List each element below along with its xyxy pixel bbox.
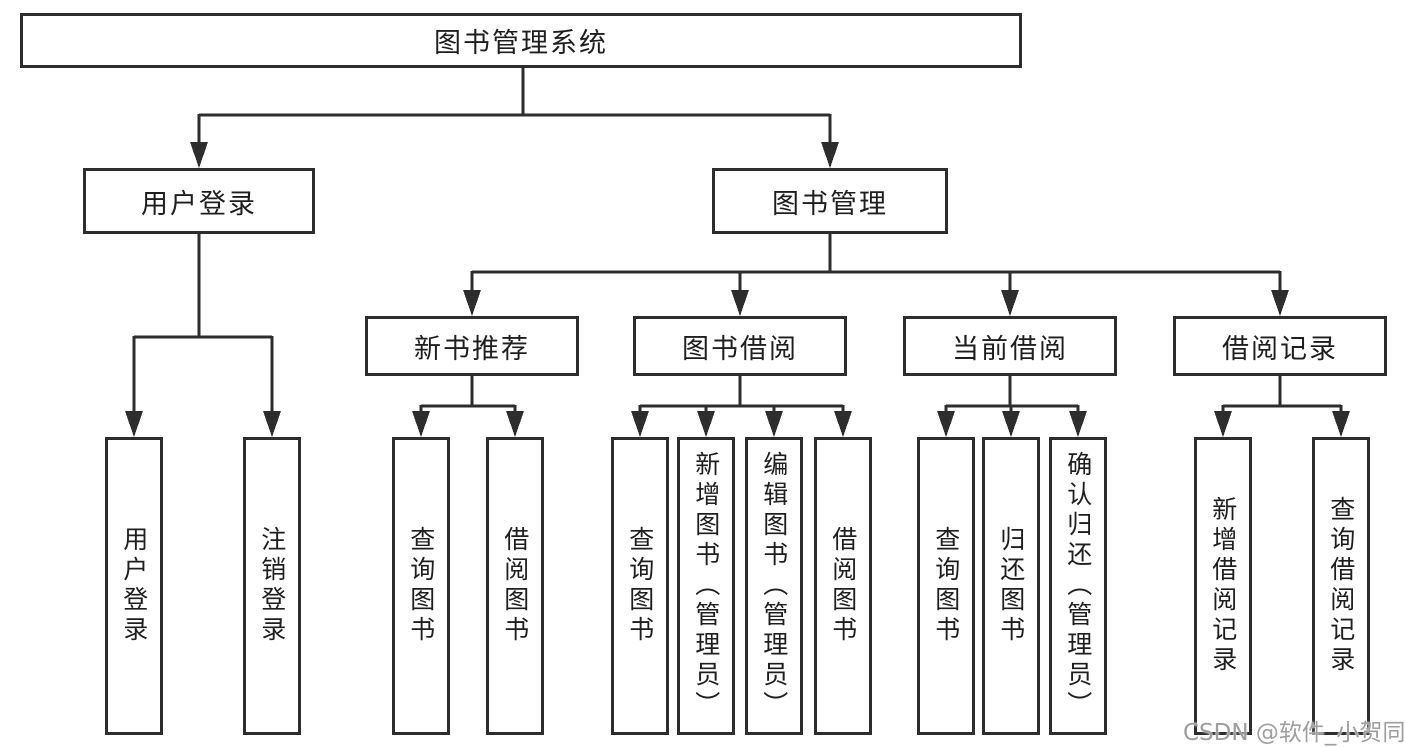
- leaf-return-books: 归还图书: [982, 437, 1040, 735]
- leaf-label: 用户登录: [119, 526, 149, 646]
- leaf-confirm-return-admin: 确认归还（管理员）: [1049, 437, 1107, 735]
- node-book-borrowing: 图书借阅: [633, 316, 847, 376]
- leaf-logout: 注销登录: [243, 437, 301, 735]
- node-current-borrowing: 当前借阅: [903, 316, 1117, 376]
- leaf-label: 归还图书: [996, 526, 1026, 646]
- leaf-borrow-books-recommend: 借阅图书: [486, 437, 544, 735]
- leaf-add-borrow-record: 新增借阅记录: [1194, 437, 1252, 735]
- leaf-label: 注销登录: [257, 526, 287, 646]
- leaf-query-books-current: 查询图书: [917, 437, 975, 735]
- leaf-label: 新增借阅记录: [1208, 496, 1238, 676]
- node-new-book-recommend: 新书推荐: [365, 316, 579, 376]
- leaf-query-books-recommend: 查询图书: [392, 437, 450, 735]
- leaf-label: 借阅图书: [828, 526, 858, 646]
- leaf-label: 新增图书（管理员）: [691, 451, 721, 721]
- node-label: 借阅记录: [1222, 333, 1338, 365]
- leaf-label: 编辑图书（管理员）: [759, 451, 789, 721]
- node-library-system-root: 图书管理系统: [20, 13, 1022, 68]
- node-user-login-branch: 用户登录: [83, 168, 315, 234]
- leaf-label: 查询借阅记录: [1326, 496, 1356, 676]
- leaf-label: 查询图书: [625, 526, 655, 646]
- node-label: 图书借阅: [682, 333, 798, 365]
- node-label: 当前借阅: [952, 333, 1068, 365]
- node-label: 图书管理: [772, 188, 888, 220]
- leaf-edit-books-admin: 编辑图书（管理员）: [745, 437, 803, 735]
- leaf-borrow-books: 借阅图书: [814, 437, 872, 735]
- node-borrow-records: 借阅记录: [1173, 316, 1387, 376]
- leaf-label: 确认归还（管理员）: [1063, 451, 1093, 721]
- leaf-label: 查询图书: [406, 526, 436, 646]
- leaf-label: 查询图书: [931, 526, 961, 646]
- leaf-query-books-borrow: 查询图书: [611, 437, 669, 735]
- leaf-user-login: 用户登录: [105, 437, 163, 735]
- leaf-query-borrow-record: 查询借阅记录: [1312, 437, 1370, 735]
- node-label: 新书推荐: [414, 333, 530, 365]
- csdn-watermark: CSDN @软件_小贺同学: [1183, 720, 1405, 746]
- node-label: 用户登录: [141, 188, 257, 220]
- leaf-add-books-admin: 新增图书（管理员）: [677, 437, 735, 735]
- node-label: 图书管理系统: [434, 28, 608, 59]
- node-book-management-branch: 图书管理: [712, 168, 948, 234]
- leaf-label: 借阅图书: [500, 526, 530, 646]
